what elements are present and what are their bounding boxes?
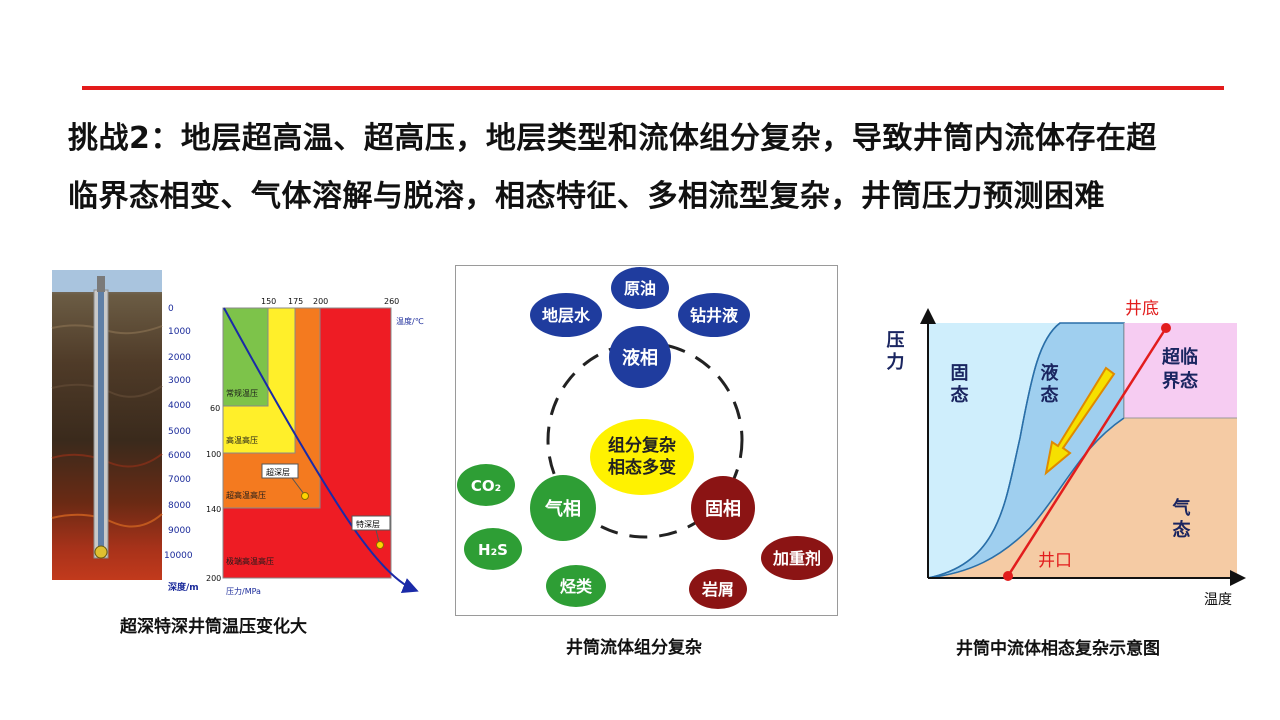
depth-axis: 0 1000 2000 3000 4000 5000 6000 7000 800… — [164, 304, 199, 593]
center-text-1: 组分复杂 — [608, 435, 676, 456]
temp-tick: 150 — [261, 297, 276, 306]
bottomhole-label: 井底 — [1125, 299, 1159, 319]
depth-tick: 7000 — [168, 475, 191, 485]
center-bubble — [590, 419, 694, 495]
zone-label: 极端高温高压 — [226, 556, 274, 566]
header-rule — [82, 86, 1224, 90]
pressure-tick: 60 — [210, 404, 220, 413]
cuttings-node: 岩屑 — [689, 569, 747, 609]
depth-tick: 0 — [168, 304, 174, 314]
depth-tick: 4000 — [168, 401, 191, 411]
pressure-label: 压力/MPa — [226, 586, 261, 596]
svg-text:气相: 气相 — [544, 498, 581, 520]
wellhead-label: 井口 — [1038, 551, 1072, 571]
wellbore-path-line — [1006, 327, 1168, 577]
depth-label: 深度/m — [168, 581, 199, 593]
svg-text:岩屑: 岩屑 — [701, 580, 734, 599]
h2s-node: H₂S — [464, 528, 522, 570]
panel2-caption: 井筒流体组分复杂 — [566, 638, 702, 658]
depth-tick: 2000 — [168, 353, 191, 363]
temp-tick: 200 — [313, 297, 328, 306]
svg-text:原油: 原油 — [624, 279, 656, 298]
flow-direction-arrow — [1044, 366, 1116, 476]
depth-tick: 3000 — [168, 376, 191, 386]
callout-ultra-deep: 超深层 — [261, 463, 309, 500]
phase-diagram: 压力 固态 液态 气态 超临界态 井底 井口 温度 — [884, 299, 1246, 608]
region-liquid: 液态 — [1038, 362, 1059, 407]
temp-label: 温度/℃ — [396, 316, 424, 326]
hydrocarbon-node: 烃类 — [546, 565, 606, 607]
temp-pressure-figure: 0 1000 2000 3000 4000 5000 6000 7000 800… — [51, 270, 424, 596]
weighting-agent-node: 加重剂 — [761, 536, 833, 580]
svg-text:H₂S: H₂S — [478, 541, 508, 559]
svg-text:液相: 液相 — [622, 347, 658, 369]
solid-phase-node: 固相 — [691, 476, 755, 540]
depth-tick: 1000 — [168, 327, 191, 337]
liquid-phase-node: 液相 — [609, 326, 671, 388]
pressure-tick: 100 — [206, 450, 221, 459]
zone-label: 超高温高压 — [226, 490, 266, 500]
pressure-tick: 140 — [206, 505, 221, 514]
gas-phase-node: 气相 — [530, 475, 596, 541]
svg-text:钻井液: 钻井液 — [690, 306, 739, 325]
title-line-1: 挑战2：地层超高温、超高压，地层类型和流体组分复杂，导致井筒内流体存在超 — [68, 121, 1157, 156]
temp-tick: 175 — [288, 297, 303, 306]
wellhead-point — [1003, 571, 1013, 581]
y-axis-label: 压力 — [884, 330, 905, 374]
region-gas: 气态 — [1170, 497, 1192, 542]
x-axis-label: 温度 — [1204, 592, 1232, 608]
formation-water-node: 地层水 — [530, 293, 602, 337]
depth-tick: 8000 — [168, 501, 191, 511]
callout-label: 特深层 — [356, 519, 380, 529]
drilling-fluid-node: 钻井液 — [678, 293, 750, 337]
co2-node: CO₂ — [457, 464, 515, 506]
title-line-2: 临界态相变、气体溶解与脱溶，相态特征、多相流型复杂，井筒压力预测困难 — [68, 179, 1105, 214]
temperature-curve — [223, 307, 419, 593]
temp-tick: 260 — [384, 297, 399, 306]
zone-label: 高温高压 — [226, 435, 258, 445]
svg-text:固相: 固相 — [705, 499, 741, 520]
bottomhole-point — [1161, 323, 1171, 333]
panel3-caption: 井筒中流体相态复杂示意图 — [956, 639, 1160, 659]
svg-text:地层水: 地层水 — [542, 306, 591, 325]
temp-pressure-zones — [222, 307, 392, 579]
svg-text:烃类: 烃类 — [560, 577, 593, 596]
depth-tick: 10000 — [164, 551, 193, 561]
pressure-tick: 200 — [206, 574, 221, 583]
region-solid: 固态 — [948, 363, 969, 407]
slide-title: 挑战2：地层超高温、超高压，地层类型和流体组分复杂，导致井筒内流体存在超 临界态… — [68, 110, 1228, 226]
wellbore-illustration — [51, 270, 163, 580]
callout-extra-deep: 特深层 — [351, 515, 391, 549]
svg-text:CO₂: CO₂ — [471, 477, 501, 495]
region-supercritical: 超临界态 — [1162, 346, 1198, 392]
depth-tick: 6000 — [168, 451, 191, 461]
depth-tick: 9000 — [168, 526, 191, 536]
fluid-composition-diagram: 组分复杂 相态多变 液相 原油 地层水 钻井液 气相 CO₂ H₂S 烃类 固相… — [455, 265, 838, 616]
svg-text:加重剂: 加重剂 — [772, 549, 821, 568]
callout-label: 超深层 — [266, 467, 290, 477]
center-text-2: 相态多变 — [608, 457, 676, 478]
crude-oil-node: 原油 — [611, 267, 669, 309]
panel1-caption: 超深特深井筒温压变化大 — [120, 617, 307, 637]
depth-tick: 5000 — [168, 427, 191, 437]
zone-label: 常规温压 — [226, 388, 258, 398]
